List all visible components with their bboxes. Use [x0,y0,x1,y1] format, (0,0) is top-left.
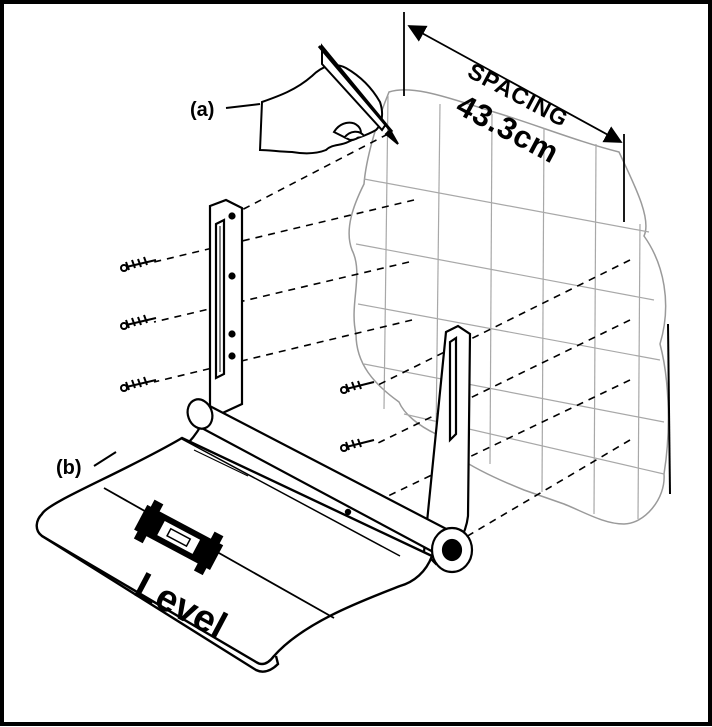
installation-diagram: SPACING 43.3cm (a) [35,12,671,673]
screw-1-icon [120,256,157,272]
screw-2-icon [120,314,157,330]
label-b: (b) [56,457,82,479]
screw-5-icon [340,438,375,452]
label-a: (a) [190,99,214,121]
roller [186,398,474,574]
hand-marking-icon [258,43,399,155]
seat [35,436,434,673]
screw-4-icon [340,380,375,394]
alignment-guides [153,133,631,545]
level-tool-icon [133,499,224,576]
wall-panel [348,89,671,525]
screw-icons [120,256,375,452]
screw-3-icon [120,376,157,392]
